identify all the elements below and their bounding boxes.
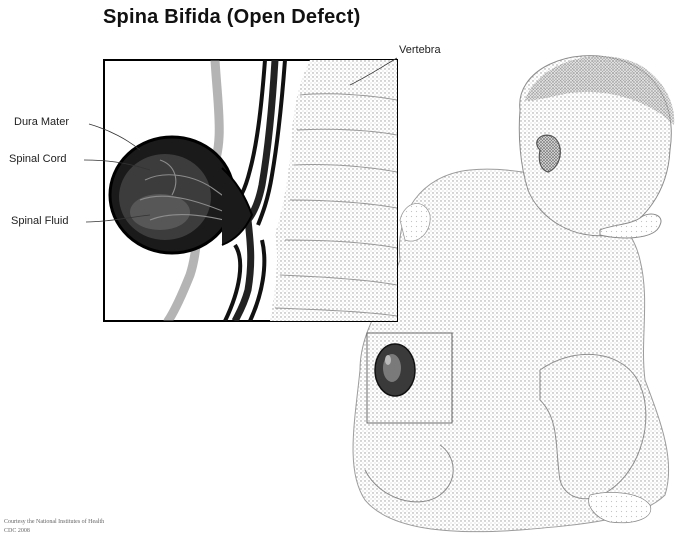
credit-line-2: CDC 2008 — [4, 527, 30, 535]
label-vertebra: Vertebra — [399, 44, 441, 56]
spinal-fluid-region — [130, 194, 190, 230]
label-spinal-fluid: Spinal Fluid — [11, 215, 68, 227]
credit-line-1: Courtesy the National Institutes of Heal… — [4, 518, 104, 526]
lesion-sheen — [385, 355, 391, 365]
baby-illustration — [353, 56, 674, 532]
label-spinal-cord: Spinal Cord — [9, 153, 66, 165]
label-dura-mater: Dura Mater — [14, 116, 69, 128]
cross-section-inset — [104, 60, 397, 321]
